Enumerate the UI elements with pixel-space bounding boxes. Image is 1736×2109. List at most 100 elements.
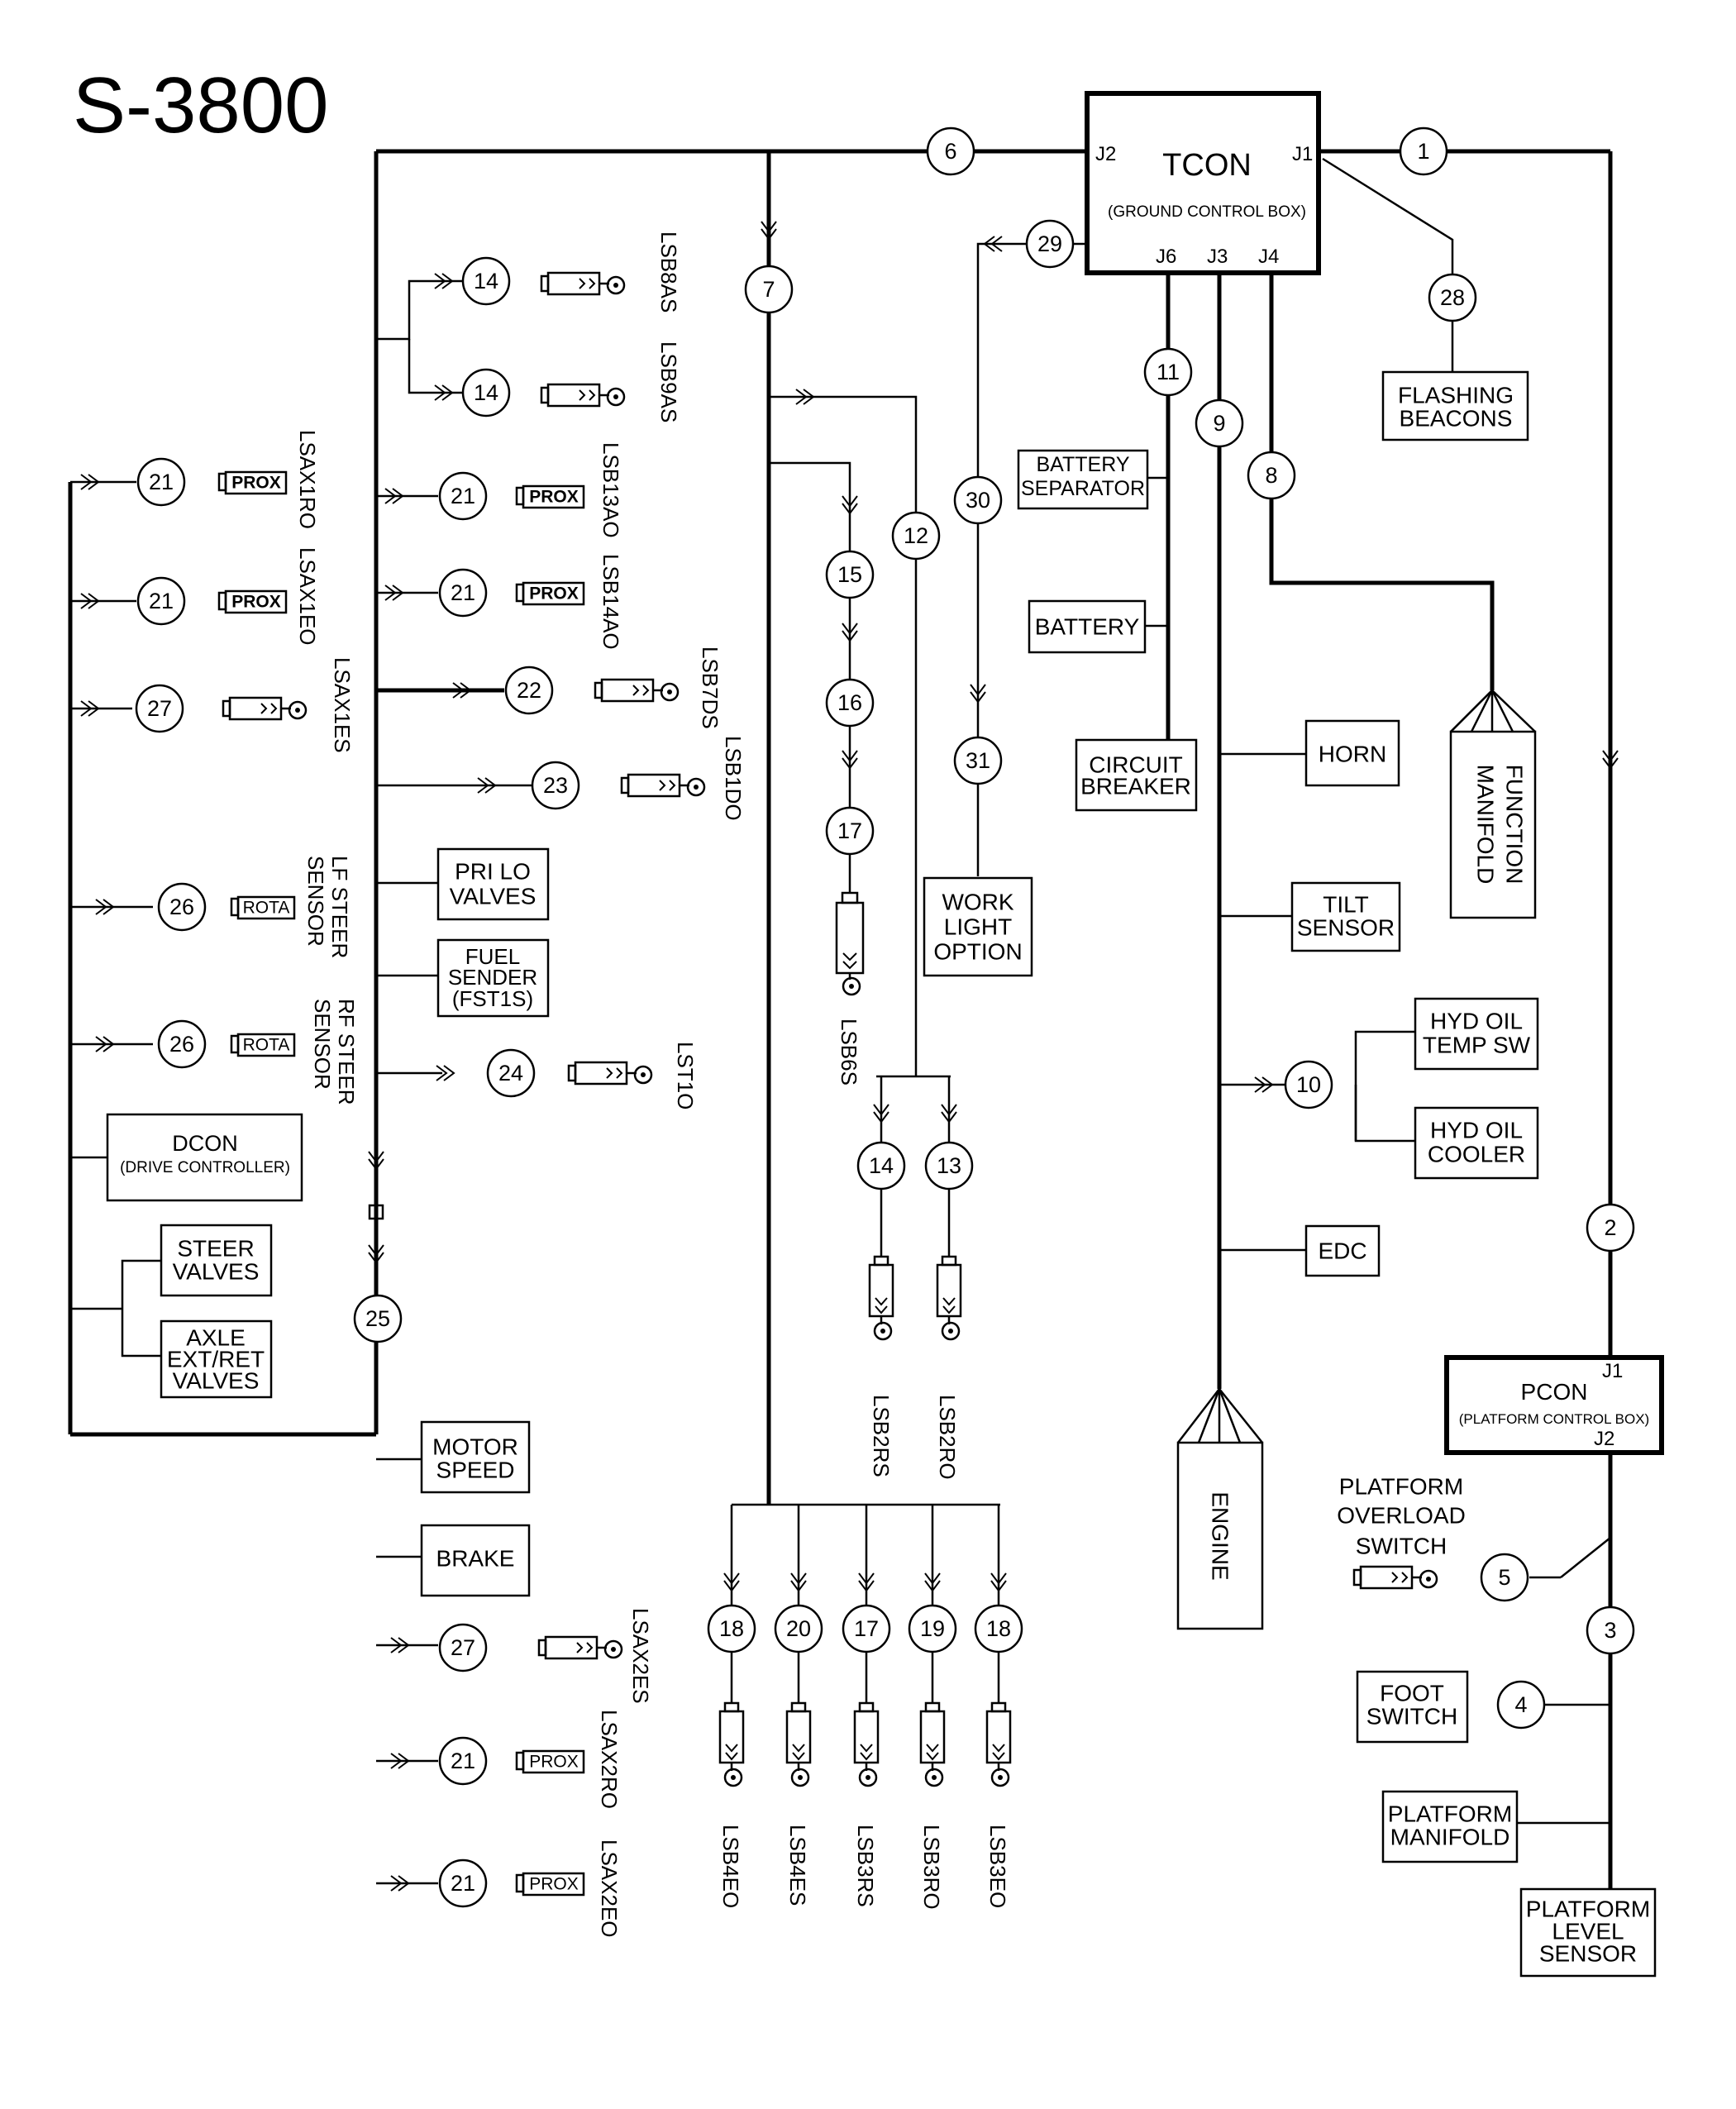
pri-lo-l1: PRI LO: [455, 859, 531, 885]
label-lsb1do: LSB1DO: [721, 736, 746, 821]
svg-text:2: 2: [1604, 1215, 1616, 1240]
foot-switch-l1: FOOT: [1380, 1681, 1444, 1706]
hyd-oil-temp-l1: HYD OIL: [1430, 1009, 1523, 1034]
pcon-box: PCON (PLATFORM CONTROL BOX) J1 J2: [1444, 1355, 1664, 1455]
fuel-sender-l1: FUEL: [465, 944, 520, 969]
svg-text:14: 14: [474, 380, 498, 405]
axle-l1: AXLE: [186, 1325, 246, 1351]
svg-text:17: 17: [837, 818, 862, 843]
connector-5: 5: [1480, 1553, 1529, 1602]
label-lsb2rs: LSB2RS: [869, 1395, 894, 1477]
connector-23: 23: [531, 761, 580, 810]
svg-text:21: 21: [451, 580, 475, 605]
label-lsb8as: LSB8AS: [656, 231, 681, 313]
prox-tag: PROX: [529, 488, 579, 507]
platform-manifold-l1: PLATFORM: [1388, 1801, 1512, 1827]
tcon-j4: J4: [1258, 246, 1279, 268]
svg-text:1: 1: [1417, 139, 1429, 164]
connector-27: 27: [135, 684, 184, 733]
hyd-oil-cooler-l2: COOLER: [1428, 1142, 1525, 1167]
motor-speed-l1: MOTOR: [432, 1434, 518, 1460]
svg-text:8: 8: [1265, 463, 1277, 488]
svg-text:9: 9: [1213, 411, 1225, 436]
label-lsb13ao: LSB13AO: [599, 442, 623, 538]
rota-tag: ROTA: [243, 1036, 290, 1055]
tcon-j2: J2: [1095, 143, 1116, 165]
connector-14: 14: [856, 1141, 906, 1190]
connector-27: 27: [438, 1623, 488, 1672]
svg-text:10: 10: [1296, 1072, 1321, 1097]
brake-box: BRAKE: [436, 1546, 515, 1572]
svg-text:5: 5: [1498, 1565, 1510, 1590]
connector-11: 11: [1143, 347, 1193, 397]
tcon-subtitle: (GROUND CONTROL BOX): [1108, 203, 1306, 221]
label-lsb3rs: LSB3RS: [853, 1825, 878, 1907]
connector-17: 17: [842, 1604, 891, 1653]
svg-text:28: 28: [1440, 285, 1465, 310]
label-lsax1eo: LSAX1EO: [295, 547, 320, 646]
platform-level-l2: LEVEL: [1552, 1919, 1624, 1944]
svg-text:24: 24: [498, 1061, 523, 1086]
platform-overload-l3: SWITCH: [1356, 1534, 1447, 1559]
foot-switch-l2: SWITCH: [1366, 1704, 1457, 1730]
function-manifold-l1: FUNCTION: [1502, 765, 1528, 885]
flashing-beacons-l1: FLASHING: [1398, 383, 1514, 408]
battery-separator-l2: SEPARATOR: [1021, 477, 1145, 500]
connector-10: 10: [1284, 1060, 1333, 1109]
svg-text:21: 21: [451, 1749, 475, 1773]
svg-text:15: 15: [837, 562, 862, 587]
connector-16: 16: [825, 678, 875, 728]
connector-29: 29: [1025, 219, 1075, 269]
label-lsb2ro: LSB2RO: [935, 1395, 960, 1480]
connector-14: 14: [461, 256, 511, 306]
label-lsb4es: LSB4ES: [785, 1825, 810, 1906]
label-lsax2es: LSAX2ES: [628, 1608, 653, 1704]
pcon-subtitle: (PLATFORM CONTROL BOX): [1459, 1411, 1649, 1427]
connector-circles: 1 2 3 4 5 6 7 8 9 10 11 12 13 14 14 14 1…: [135, 126, 1635, 1908]
label-rf-steer-l2: SENSOR: [310, 999, 335, 1090]
platform-level-l1: PLATFORM: [1526, 1897, 1650, 1922]
work-light-l2: LIGHT: [944, 914, 1012, 940]
svg-text:21: 21: [451, 484, 475, 508]
work-light-l3: OPTION: [933, 939, 1022, 965]
connector-30: 30: [953, 475, 1003, 525]
function-manifold-l2: MANIFOLD: [1473, 765, 1499, 885]
platform-manifold-l2: MANIFOLD: [1390, 1825, 1510, 1850]
tilt-sensor-l1: TILT: [1323, 892, 1368, 918]
platform-overload-l2: OVERLOAD: [1337, 1503, 1466, 1529]
motor-speed-l2: SPEED: [436, 1458, 515, 1483]
svg-text:20: 20: [786, 1616, 811, 1641]
dcon-subtitle: (DRIVE CONTROLLER): [120, 1159, 290, 1176]
connector-25: 25: [353, 1294, 403, 1343]
label-rf-steer-l1: RF STEER: [334, 999, 359, 1105]
tilt-sensor-l2: SENSOR: [1297, 915, 1395, 941]
label-lsax1ro: LSAX1RO: [295, 430, 320, 529]
svg-text:7: 7: [762, 277, 775, 302]
svg-text:30: 30: [966, 488, 990, 513]
svg-text:3: 3: [1604, 1618, 1616, 1643]
horn-box: HORN: [1319, 742, 1386, 767]
wires: [68, 149, 1613, 1889]
connector-21: 21: [438, 471, 488, 521]
pcon-j1: J1: [1602, 1360, 1623, 1382]
switches: [222, 271, 1438, 1787]
tcon-j1: J1: [1292, 143, 1313, 165]
label-lsax2ro: LSAX2RO: [597, 1710, 622, 1809]
steer-valves-l2: VALVES: [173, 1259, 260, 1285]
connector-14: 14: [461, 368, 511, 418]
battery-separator-l1: BATTERY: [1037, 453, 1130, 476]
connector-21: 21: [438, 568, 488, 618]
svg-text:11: 11: [1157, 360, 1180, 384]
connector-31: 31: [953, 736, 1003, 785]
svg-text:31: 31: [966, 748, 990, 773]
sensor-tags: PROX PROX PROX PROX PROX PROX ROTA ROTA: [217, 470, 585, 1897]
platform-overload-l1: PLATFORM: [1339, 1474, 1463, 1500]
svg-text:23: 23: [543, 773, 568, 798]
label-lsax1es: LSAX1ES: [330, 657, 355, 753]
svg-text:21: 21: [149, 470, 174, 494]
work-light-l1: WORK: [942, 890, 1013, 915]
label-lsb4eo: LSB4EO: [718, 1825, 743, 1908]
connector-9: 9: [1195, 398, 1244, 448]
svg-text:6: 6: [944, 139, 956, 164]
